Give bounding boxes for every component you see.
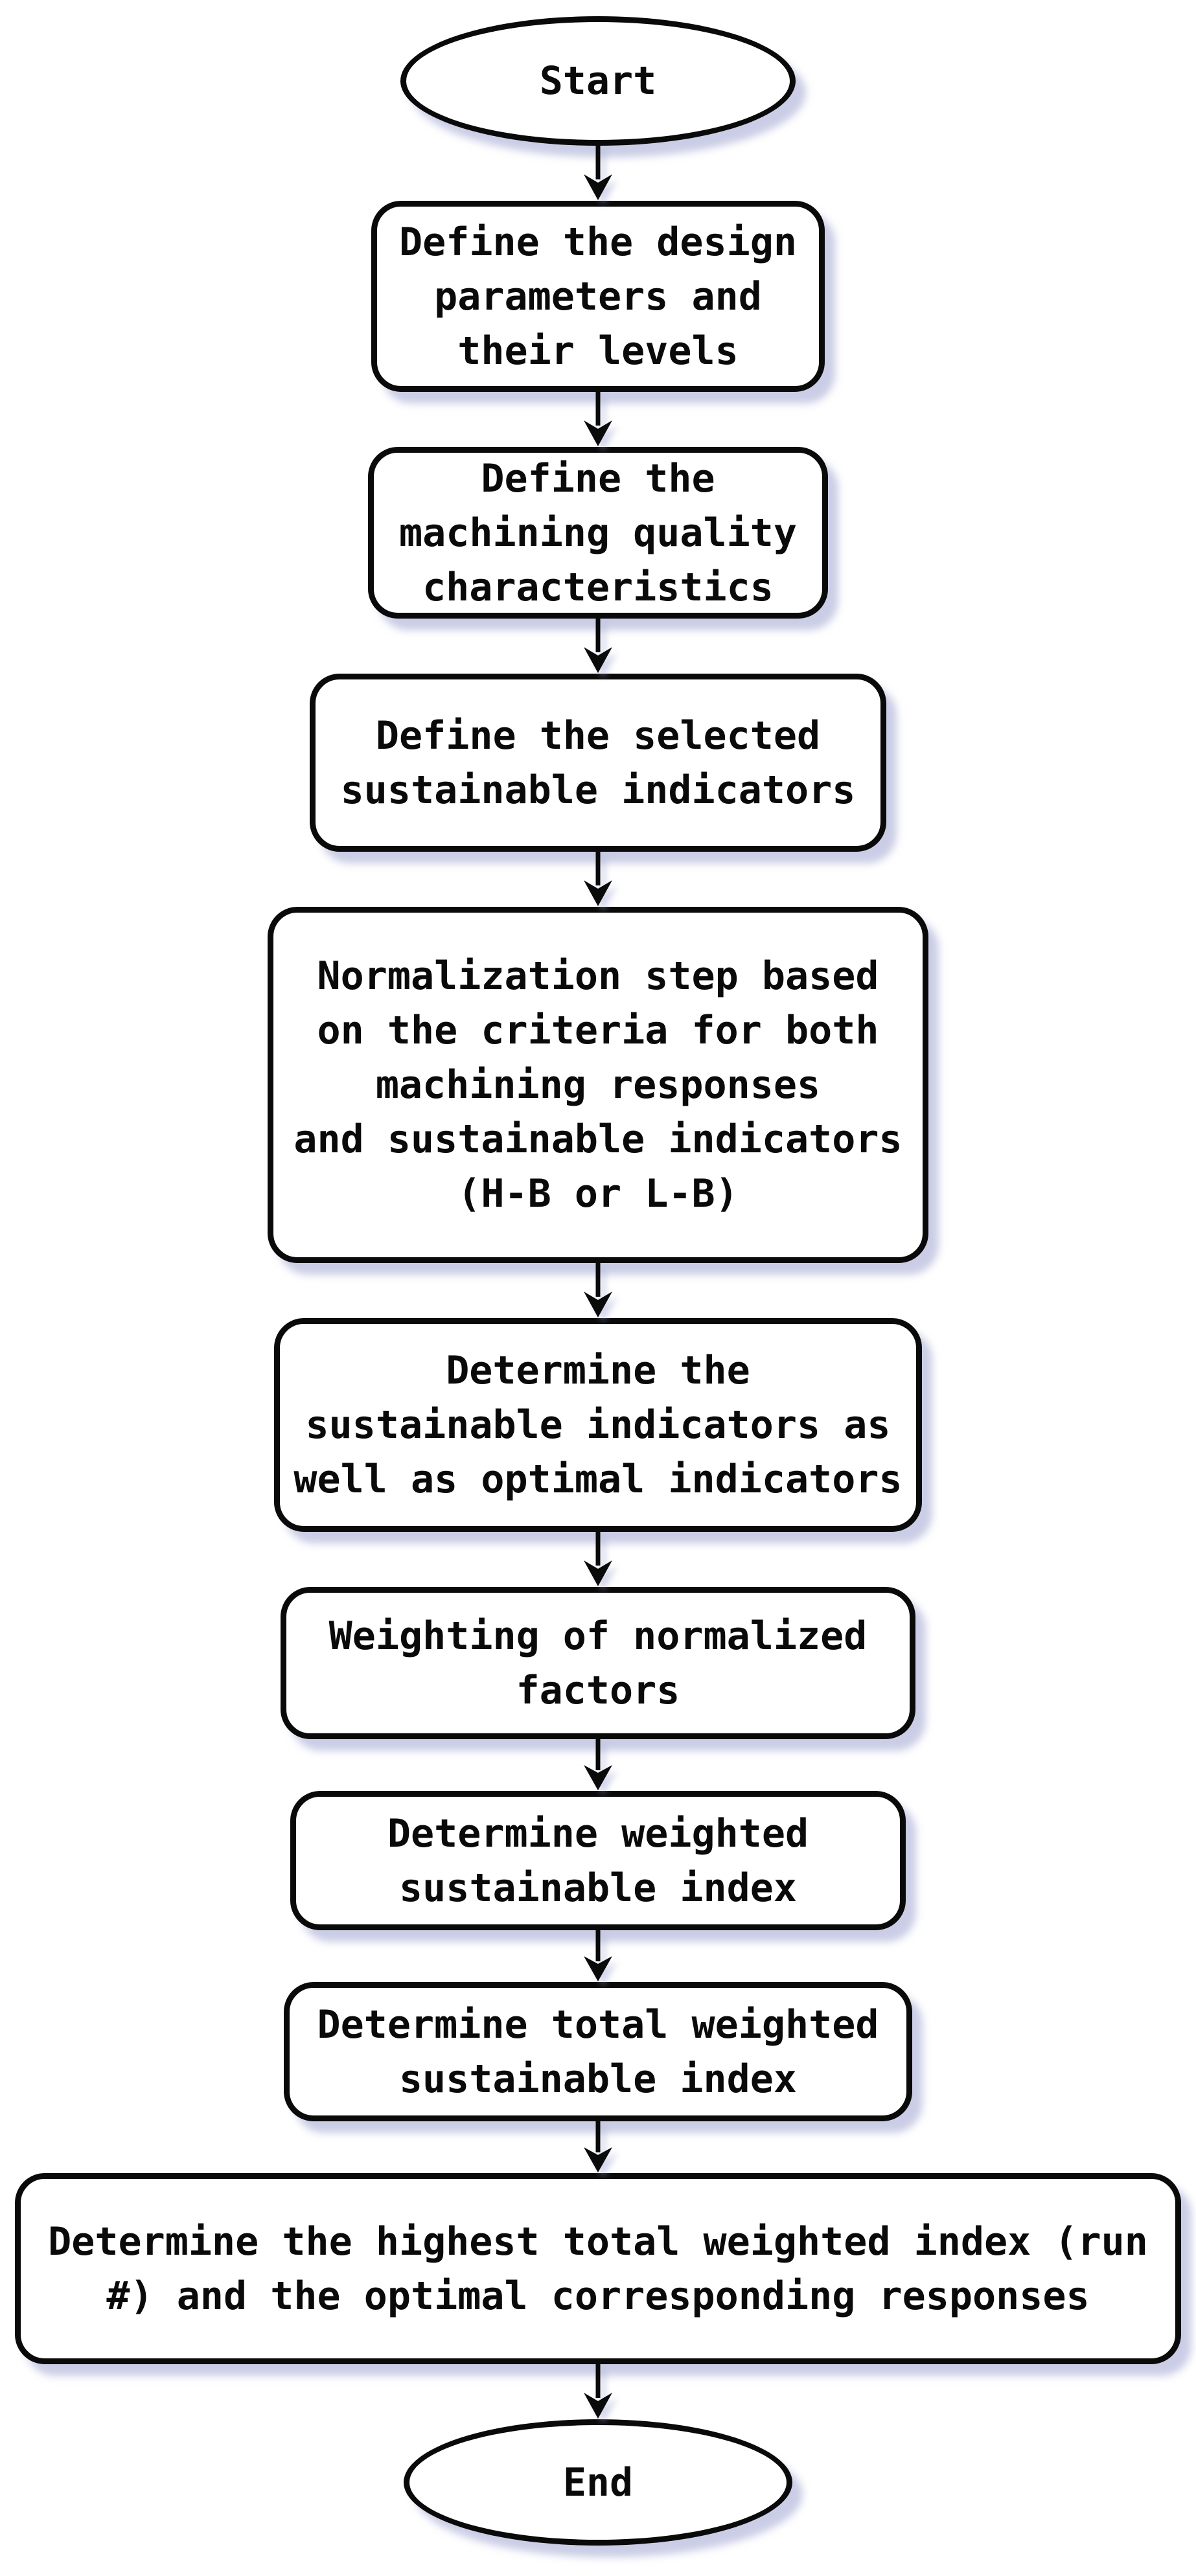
flow-node-start: Start — [400, 16, 796, 146]
arrow-down-icon — [584, 392, 612, 446]
flow-node-step-8: Determine total weighted sustainable ind… — [284, 1982, 912, 2121]
arrow-down-icon — [584, 1930, 612, 1981]
flow-node-label: Start — [539, 58, 657, 104]
flow-node-label: Determine the sustainable indicators as … — [293, 1348, 903, 1502]
arrow-down-icon — [584, 1739, 612, 1790]
flow-node-label: Define the machining quality characteris… — [398, 455, 798, 610]
flow-node-label: Determine total weighted sustainable ind… — [317, 2001, 879, 2102]
flow-node-step-1: Define the design parameters and their l… — [371, 201, 825, 392]
flow-node-label: Define the selected sustainable indicato… — [340, 712, 856, 813]
arrow-down-icon — [584, 146, 612, 200]
arrow-down-icon — [584, 1532, 612, 1586]
flow-node-label: Determine the highest total weighted ind… — [48, 2218, 1148, 2319]
flow-node-step-9: Determine the highest total weighted ind… — [15, 2173, 1181, 2364]
flow-node-label: Determine weighted sustainable index — [387, 1810, 809, 1911]
arrow-down-icon — [584, 2121, 612, 2172]
flow-node-step-2: Define the machining quality characteris… — [368, 447, 828, 619]
arrow-down-icon — [584, 852, 612, 906]
flow-node-step-6: Weighting of normalized factors — [281, 1587, 915, 1739]
flow-node-step-3: Define the selected sustainable indicato… — [310, 674, 886, 852]
flow-node-step-7: Determine weighted sustainable index — [290, 1791, 906, 1930]
flow-node-label: Normalization step based on the criteria… — [293, 953, 903, 1216]
flow-node-step-5: Determine the sustainable indicators as … — [274, 1318, 922, 1532]
arrow-down-icon — [584, 619, 612, 673]
arrow-down-icon — [584, 2364, 612, 2419]
flow-node-label: Define the design parameters and their l… — [398, 219, 798, 374]
flow-node-label: End — [562, 2459, 634, 2505]
flow-node-label: Weighting of normalized factors — [328, 1613, 868, 1713]
flow-node-end: End — [404, 2419, 792, 2546]
arrow-down-icon — [584, 1263, 612, 1317]
flow-node-step-4: Normalization step based on the criteria… — [268, 907, 928, 1263]
